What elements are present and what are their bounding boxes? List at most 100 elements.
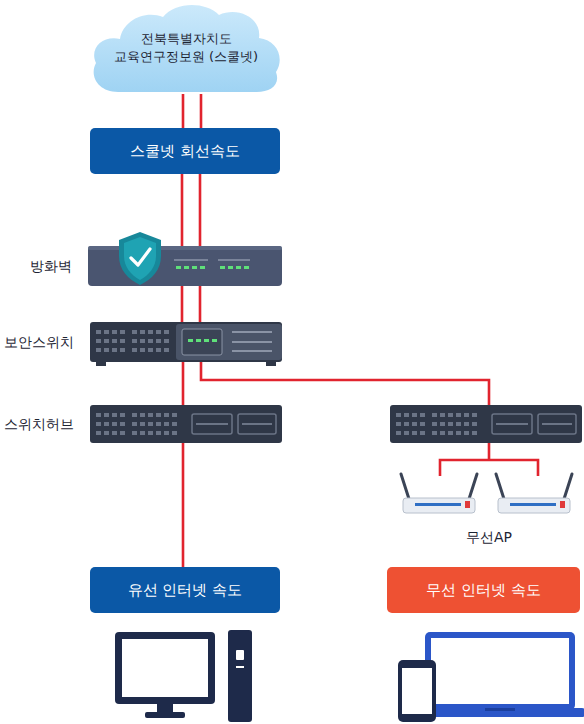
access-point-device-part xyxy=(560,501,565,508)
network-cable xyxy=(182,443,185,567)
security-switch-device-part-part xyxy=(140,330,145,334)
security-switch-device-part-part xyxy=(96,339,101,343)
laptop-computer-part xyxy=(431,638,569,704)
switch-hub-device-part-part xyxy=(448,413,453,417)
access-point-node: 무선AP xyxy=(400,476,578,550)
network-cable xyxy=(183,94,201,128)
desktop-computer-part xyxy=(157,704,173,713)
security-switch-device-part-part xyxy=(96,348,101,352)
security-switch-device-part xyxy=(266,362,276,366)
cloud-label: 전북특별자치도 교육연구정보원 (스쿨넷) xyxy=(101,30,271,66)
security-switch-device-part-part xyxy=(148,348,153,352)
speed-box: 무선 인터넷 속도 xyxy=(387,567,580,613)
switch-hub-device-part-part xyxy=(104,422,109,426)
speed-box: 스쿨넷 회선속도 xyxy=(90,128,280,174)
device-label: 무선AP xyxy=(400,528,578,546)
access-point-device-part xyxy=(498,498,570,513)
switch-hub-device-part-part xyxy=(96,413,101,417)
security-switch-device-part-part xyxy=(140,348,145,352)
box-label: 무선 인터넷 속도 xyxy=(426,581,541,600)
cloud-node: 전북특별자치도 교육연구정보원 (스쿨넷) xyxy=(88,2,284,94)
firewall-device-part xyxy=(184,266,189,269)
switch-hub-device-part-part xyxy=(448,431,453,435)
security-switch-device-part-part xyxy=(132,330,137,334)
switch-hub-device-part-part xyxy=(440,422,445,426)
security-switch-device-part-part xyxy=(148,330,153,334)
firewall-device-part xyxy=(236,266,241,269)
firewall-device-part xyxy=(88,246,282,286)
smartphone-part xyxy=(398,660,436,722)
switch-hub-device-part-part xyxy=(132,431,137,435)
security-switch-device-part xyxy=(232,341,272,343)
switch-hub-device-part-part xyxy=(396,431,401,435)
access-point-device-part xyxy=(403,498,475,513)
switch-hub-device-part-part xyxy=(412,431,417,435)
device-label: 방화벽 xyxy=(30,257,72,275)
access-point-device xyxy=(401,474,477,513)
switch-hub-device-part-part xyxy=(472,422,477,426)
switch-hub-device-part-part xyxy=(112,431,117,435)
security-switch-device-part-part xyxy=(140,339,145,343)
laptop-computer xyxy=(415,632,584,717)
switch-hub-device-part-part xyxy=(140,413,145,417)
switch-hub-device-part-part xyxy=(420,422,425,426)
speed-box: 유선 인터넷 속도 xyxy=(90,567,280,613)
switch-hub-device-part-part xyxy=(148,413,153,417)
network-cable xyxy=(182,174,200,246)
switch-hub-device-part-part xyxy=(440,413,445,417)
access-point-device-part xyxy=(469,474,477,499)
security-switch-node: 보안스위치 xyxy=(90,322,282,362)
switch-hub-device-part xyxy=(238,414,276,434)
security-switch-device-part-part xyxy=(120,330,125,334)
security-switch-device-part-part xyxy=(164,339,169,343)
switch-hub-device-part-part xyxy=(156,431,161,435)
security-switch-device-part-part xyxy=(104,339,109,343)
switch-hub-device-part-part xyxy=(456,413,461,417)
switch-hub-device-part-part xyxy=(132,422,137,426)
switch-hub-device-part-part xyxy=(464,413,469,417)
switch-hub-device-part-part xyxy=(464,431,469,435)
firewall-device-part xyxy=(200,266,205,269)
desktop-computer-part xyxy=(145,712,185,718)
shield-icon-part xyxy=(119,232,161,285)
security-switch-device-part-part xyxy=(164,330,169,334)
switch-hub-device-part-part xyxy=(412,422,417,426)
security-switch-device-part-part xyxy=(120,339,125,343)
security-switch-device-part-part xyxy=(112,330,117,334)
security-switch-device-part-part xyxy=(104,330,109,334)
switch-hub-device-part-part xyxy=(404,431,409,435)
desktop-computer-part xyxy=(228,630,252,722)
switch-hub-device-part-part xyxy=(432,431,437,435)
switch-hub-device-part-part xyxy=(112,413,117,417)
shield-icon xyxy=(119,232,161,285)
laptop-computer-part xyxy=(415,708,584,717)
switch-hub-device-part xyxy=(396,413,477,435)
security-switch-device-part xyxy=(90,322,282,362)
switch-hub-device-part-part xyxy=(172,422,177,426)
switch-hub-device-part-part xyxy=(120,422,125,426)
switch-hub-device-part-part xyxy=(448,422,453,426)
access-point-device-part xyxy=(401,474,409,499)
security-switch-device-part xyxy=(176,324,282,360)
switch-hub-device-part xyxy=(96,413,177,435)
switch-hub-device-part-part xyxy=(164,431,169,435)
switch-hub-device-part-part xyxy=(172,413,177,417)
switch-hub-device-part xyxy=(492,414,532,434)
firewall-device-part xyxy=(174,259,208,261)
switch-hub-device-part-part xyxy=(120,413,125,417)
switch-hub-device-part-part xyxy=(112,422,117,426)
switch-hub-device-part-part xyxy=(420,431,425,435)
security-switch-device-part-part xyxy=(132,348,137,352)
security-switch-device-part-part xyxy=(120,348,125,352)
firewall-device-part xyxy=(88,246,282,250)
switch-hub-device-part-part xyxy=(132,413,137,417)
firewall-device-part xyxy=(192,266,197,269)
switch-hub-device-part xyxy=(496,423,528,425)
desktop-computer-part xyxy=(122,639,208,697)
switch-hub-device-part-part xyxy=(96,422,101,426)
security-switch-device-part xyxy=(188,339,193,342)
shield-icon-part xyxy=(131,249,150,265)
firewall-device-part xyxy=(218,259,250,261)
